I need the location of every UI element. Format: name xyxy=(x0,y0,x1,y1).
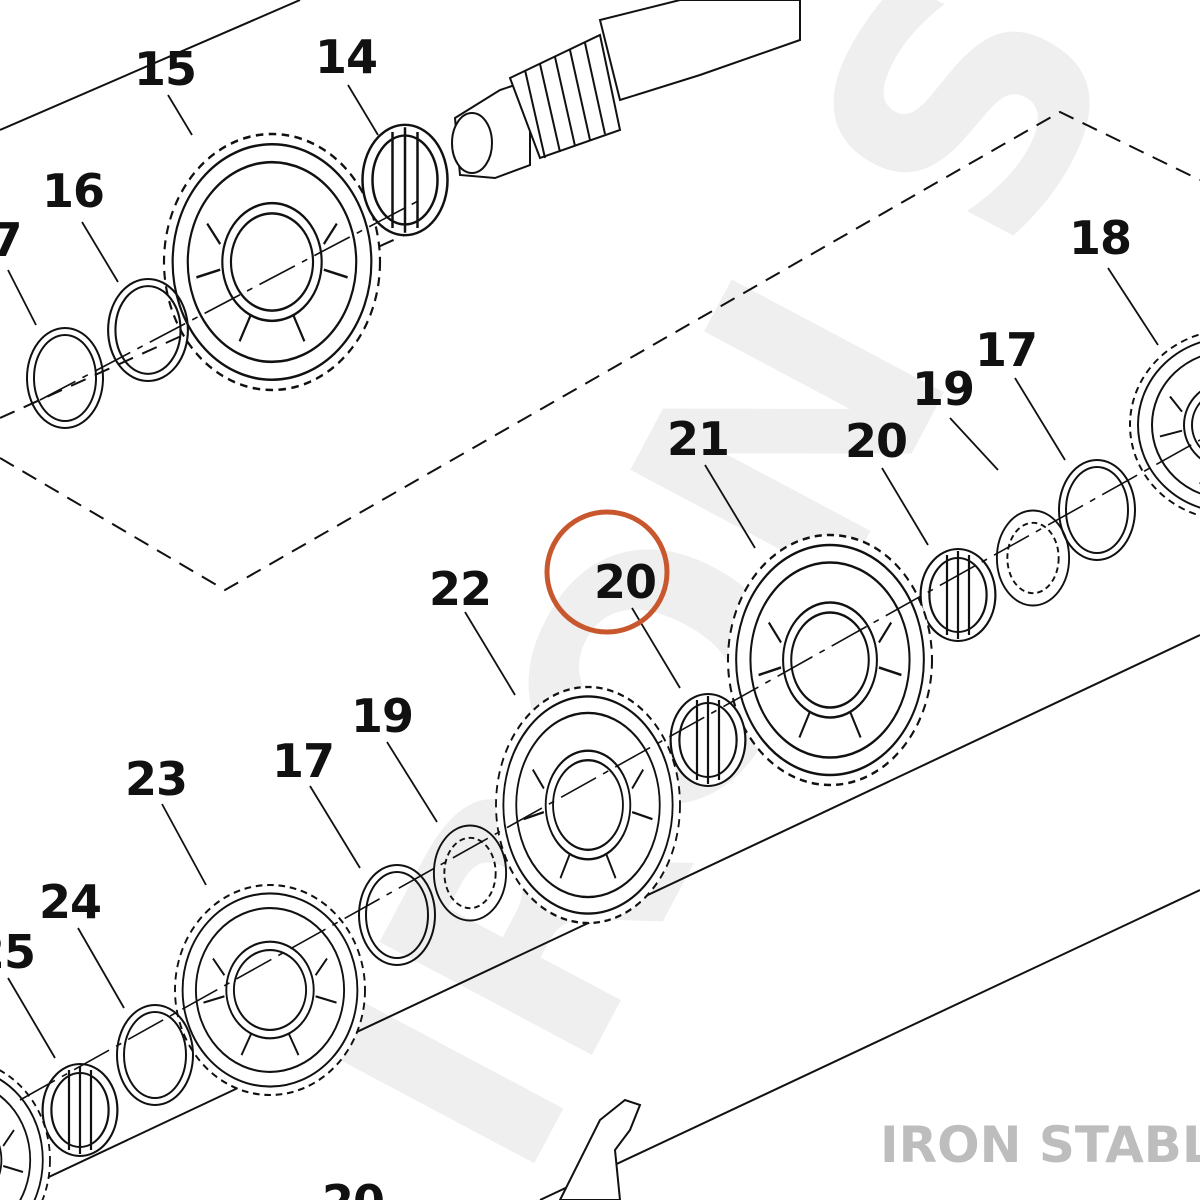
washer-24 xyxy=(116,1004,194,1106)
leader-18 xyxy=(1107,267,1159,346)
bearing-20-right xyxy=(919,547,997,643)
leader-22 xyxy=(464,611,516,696)
washer-16 xyxy=(107,277,189,383)
spline-washer-19-right xyxy=(995,509,1071,607)
callout-20-circled: 20 xyxy=(594,555,656,609)
leader-17-top xyxy=(7,269,37,326)
leader-23 xyxy=(161,803,207,886)
callout-bottom: 20 xyxy=(322,1175,384,1200)
leader-14 xyxy=(347,84,379,136)
leader-16 xyxy=(81,221,119,283)
axis-line-lower xyxy=(19,439,1200,1101)
leader-19-right xyxy=(949,417,999,471)
gear-15 xyxy=(162,132,382,392)
gear-23 xyxy=(173,883,367,1097)
leader-17-right xyxy=(1014,377,1066,461)
snapring-17-top xyxy=(26,327,104,429)
gear-21 xyxy=(726,533,934,787)
callout-18: 18 xyxy=(1069,211,1131,265)
bearing-20-circled xyxy=(669,692,747,788)
axis-line-upper xyxy=(39,199,421,401)
callout-19-right: 19 xyxy=(912,362,974,416)
callout-14: 14 xyxy=(315,30,377,84)
callout-20-right: 20 xyxy=(845,414,907,468)
leader-21 xyxy=(704,464,756,549)
callout-17-right: 17 xyxy=(975,323,1037,377)
leader-19-left xyxy=(386,741,438,823)
leader-17-left xyxy=(309,785,361,869)
callout-17-left: 17 xyxy=(272,734,334,788)
snapring-17-right xyxy=(1058,459,1136,561)
callout-15: 15 xyxy=(134,42,196,96)
gear-bottom-left xyxy=(0,1059,51,1200)
assembly-outline-upper xyxy=(0,110,1200,592)
callout-24: 24 xyxy=(39,875,101,929)
highlight-circle xyxy=(544,509,670,635)
leader-24 xyxy=(77,927,125,1009)
leader-15 xyxy=(167,94,193,136)
bearing-25 xyxy=(41,1062,119,1158)
leader-25 xyxy=(7,977,56,1059)
callout-21: 21 xyxy=(667,412,729,466)
callout-23: 23 xyxy=(125,752,187,806)
shift-fork xyxy=(558,1098,642,1200)
callout-25: 25 xyxy=(0,925,35,979)
leader-20-right xyxy=(881,467,929,546)
gear-22 xyxy=(494,685,682,925)
brand-watermark: IRON STABLE xyxy=(880,1116,1200,1174)
callout-19-left: 19 xyxy=(351,689,413,743)
callout-17-top: 7 xyxy=(0,213,22,267)
callout-22: 22 xyxy=(429,562,491,616)
gear-18 xyxy=(1129,329,1200,521)
bearing-14 xyxy=(361,123,449,237)
callout-16: 16 xyxy=(42,164,104,218)
mainshaft xyxy=(451,0,801,180)
